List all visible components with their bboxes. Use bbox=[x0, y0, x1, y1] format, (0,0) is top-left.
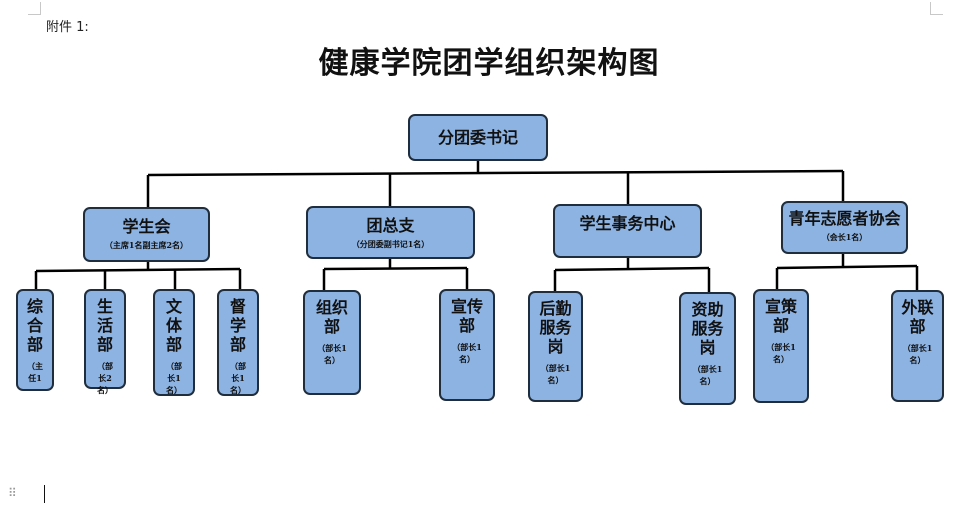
node-label: 综合部 bbox=[26, 297, 43, 354]
text-cursor bbox=[44, 485, 45, 503]
node-note: （分团委副书记1名） bbox=[351, 239, 430, 249]
node-dept-volunteer-assoc: 青年志愿者协会 （会长1名） bbox=[781, 201, 908, 254]
node-note: （部长1名） bbox=[452, 342, 482, 364]
connector-main-bus bbox=[147, 169, 844, 177]
node-label: 宣策部 bbox=[764, 297, 797, 335]
node-dept-student-affairs: 学生事务中心 bbox=[553, 204, 702, 258]
node-label: 宣传部 bbox=[450, 297, 483, 335]
node-label: 组织部 bbox=[315, 298, 348, 336]
node-sub-financial-aid: 资助服务岗 （部长1名） bbox=[679, 292, 736, 405]
node-label: 生活部 bbox=[96, 297, 113, 354]
node-label: 学生事务中心 bbox=[579, 214, 676, 233]
node-note: （部长1名） bbox=[230, 361, 246, 395]
node-note: （部长1名） bbox=[166, 361, 182, 395]
node-label: 青年志愿者协会 bbox=[788, 209, 901, 228]
node-sub-logistics: 后勤服务岗 （部长1名） bbox=[528, 291, 583, 402]
node-label: 外联部 bbox=[901, 298, 934, 336]
node-sub-planning: 宣策部 （部长1名） bbox=[753, 289, 809, 403]
node-note: （主任1 bbox=[27, 361, 43, 383]
node-root-label: 分团委书记 bbox=[437, 128, 518, 147]
node-dept-student-union: 学生会 （主席1名副主席2名） bbox=[83, 207, 210, 262]
node-note: （部长1名） bbox=[540, 363, 571, 385]
node-note: （部长1名） bbox=[692, 364, 723, 386]
page-corner-mark-right bbox=[930, 2, 943, 15]
node-sub-sports: 文体部 （部长1名） bbox=[153, 289, 195, 396]
node-sub-publicity: 宣传部 （部长1名） bbox=[439, 289, 495, 401]
node-label: 督学部 bbox=[229, 297, 246, 354]
node-note: （会长1名） bbox=[821, 232, 868, 242]
node-label: 学生会 bbox=[122, 217, 171, 236]
node-note: （部长1名） bbox=[317, 343, 347, 365]
node-sub-general: 综合部 （主任1 bbox=[16, 289, 54, 391]
node-root: 分团委书记 bbox=[408, 114, 548, 161]
node-sub-external: 外联部 （部长1名） bbox=[891, 290, 944, 402]
drag-handle-icon[interactable]: ⠿ bbox=[8, 486, 17, 500]
page-title: 健康学院团学组织架构图 bbox=[318, 46, 660, 81]
node-label: 资助服务岗 bbox=[691, 300, 724, 357]
node-label: 文体部 bbox=[165, 297, 182, 354]
node-note: （部长1名） bbox=[902, 343, 933, 365]
node-label: 后勤服务岗 bbox=[539, 299, 572, 356]
node-note: （主席1名副主席2名） bbox=[104, 240, 189, 250]
node-note: （部长1名） bbox=[766, 342, 796, 364]
node-label: 团总支 bbox=[366, 216, 415, 235]
node-note: （部长2名） bbox=[97, 361, 113, 395]
node-dept-league-branch: 团总支 （分团委副书记1名） bbox=[306, 206, 475, 259]
attachment-label: 附件 1: bbox=[46, 20, 89, 35]
page-corner-mark-left bbox=[28, 2, 41, 15]
node-sub-organization: 组织部 （部长1名） bbox=[303, 290, 361, 395]
node-sub-life: 生活部 （部长2名） bbox=[84, 289, 126, 395]
node-sub-study: 督学部 （部长1名） bbox=[217, 289, 259, 396]
